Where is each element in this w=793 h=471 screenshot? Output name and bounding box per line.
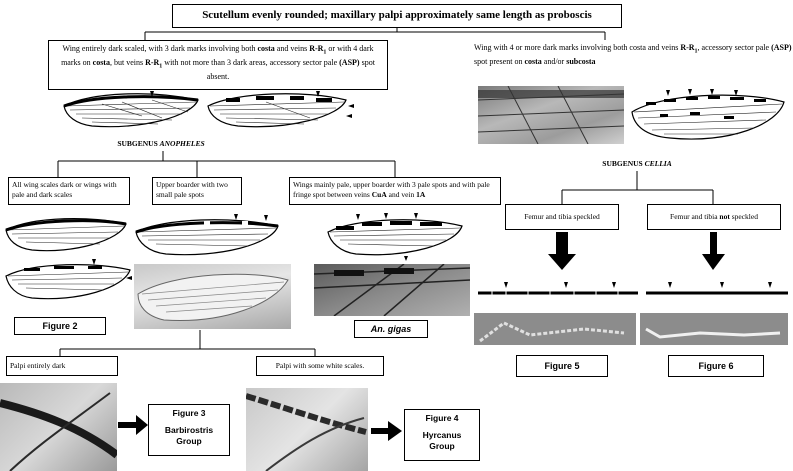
cellia-option-not-speckled: Femur and tibia not speckled <box>647 204 781 230</box>
vein-term: CuA <box>371 190 387 199</box>
leg-drawing-speckled <box>478 282 638 295</box>
anopheles-option-two-spots: Upper boarder with two small pale spots <box>152 177 242 205</box>
figure-5-label: Figure 5 <box>516 355 608 377</box>
emphasis-not: not <box>719 212 730 221</box>
criteria-left-text: and veins <box>274 44 310 53</box>
palpi-white-option: Palpi with some white scales. <box>256 356 384 376</box>
leg-photo-speckled <box>474 313 636 345</box>
vein-term: 1A <box>416 190 426 199</box>
subgenus-prefix: SUBGENUS <box>117 139 160 148</box>
figure-title: Figure 4 <box>425 413 459 423</box>
wing-drawing-dark <box>63 91 199 128</box>
option-text: Palpi with some white scales. <box>275 361 365 370</box>
leg-drawing-not-speckled <box>646 282 788 295</box>
page-title-box: Scutellum evenly rounded; maxillary palp… <box>172 4 622 28</box>
subgenus-anopheles-box: SUBGENUS ANOPHELES <box>94 137 228 151</box>
group-name: Barbirostris <box>164 425 214 435</box>
criteria-right-box: Wing with 4 or more dark marks involving… <box>470 40 793 86</box>
wing-photo-an-gigas <box>314 264 470 316</box>
figure-label-text: Figure 2 <box>42 321 78 331</box>
costa-term: costa <box>257 44 275 53</box>
anopheles-option-dark-scales: All wing scales dark or wings with pale … <box>8 177 130 205</box>
wing-drawing-cellia <box>631 89 785 140</box>
wing-drawing-option2 <box>135 214 279 256</box>
asp-term: (ASP) <box>771 43 792 52</box>
subgenus-prefix: SUBGENUS <box>602 159 645 168</box>
option-text: Palpi entirely dark <box>10 361 66 370</box>
option-text: All wing scales dark or wings with pale … <box>12 180 117 199</box>
group-name: Group <box>176 436 202 446</box>
wing-drawing-option1-a <box>5 218 127 252</box>
criteria-right-text: , accessory sector pale <box>697 43 772 52</box>
option-text: Femur and tibia <box>670 212 720 221</box>
page-title: Scutellum evenly rounded; maxillary palp… <box>202 9 592 21</box>
criteria-right-text: spot present on <box>474 57 525 67</box>
figure-4-box: Figure 4 Hyrcanus Group <box>404 409 480 461</box>
criteria-left-text: spot absent. <box>206 58 375 82</box>
option-text: Wings mainly pale, upper boarder with 3 … <box>293 180 490 199</box>
palpi-photo-white <box>246 388 368 471</box>
costa-term: costa <box>524 57 542 67</box>
leg-photo-not-speckled <box>640 313 788 345</box>
criteria-left-text: , but veins <box>109 58 146 68</box>
an-gigas-label: An. gigas <box>354 320 428 338</box>
subgenus-name: CELLIA <box>644 159 672 168</box>
costa-term: costa <box>92 58 110 68</box>
figure-3-box: Figure 3 Barbirostris Group <box>148 404 230 456</box>
wing-drawing-option1-b <box>5 259 132 300</box>
figure-label-text: An. gigas <box>370 324 412 334</box>
wing-photo-cellia-1 <box>478 86 624 144</box>
palpi-dark-option: Palpi entirely dark <box>6 356 118 376</box>
cellia-option-speckled: Femur and tibia speckled <box>505 204 619 230</box>
option-text: and vein <box>386 190 417 199</box>
figure-label-text: Figure 6 <box>698 361 734 371</box>
criteria-left-text: with not more than 3 dark areas, accesso… <box>162 58 340 68</box>
vein-term: R-R1 <box>680 43 698 55</box>
vein-term: R-R1 <box>145 58 163 70</box>
criteria-left-text: Wing entirely dark scaled, with 3 dark m… <box>62 44 258 53</box>
subcosta-term: subcosta <box>566 57 596 67</box>
wing-photo-upper-boarder <box>134 264 291 329</box>
criteria-right-text: Wing with 4 or more dark marks involving… <box>474 43 681 52</box>
criteria-right-text: and/or <box>541 57 567 67</box>
subgenus-name: ANOPHELES <box>159 139 205 148</box>
figure-6-label: Figure 6 <box>668 355 764 377</box>
wing-drawing-option3 <box>327 213 463 261</box>
subgenus-cellia-box: SUBGENUS CELLIA <box>578 157 696 171</box>
figure-title: Figure 3 <box>172 408 206 418</box>
asp-term: (ASP) <box>339 58 360 68</box>
vein-term: R-R1 <box>309 44 327 56</box>
figure-2-label: Figure 2 <box>14 317 106 335</box>
palpi-photo-dark <box>0 383 117 471</box>
criteria-left-box: Wing entirely dark scaled, with 3 dark m… <box>48 40 388 90</box>
figure-label-text: Figure 5 <box>544 361 580 371</box>
wing-drawing-marked <box>207 91 354 128</box>
criteria-left-text: or with 4 dark marks on <box>61 44 374 68</box>
anopheles-option-mainly-pale: Wings mainly pale, upper boarder with 3 … <box>289 177 501 205</box>
option-text: Femur and tibia speckled <box>524 212 600 221</box>
option-text: speckled <box>729 212 758 221</box>
option-text: Upper boarder with two small pale spots <box>156 180 228 199</box>
group-name: Hyrcanus <box>422 430 462 440</box>
group-name: Group <box>429 441 455 451</box>
